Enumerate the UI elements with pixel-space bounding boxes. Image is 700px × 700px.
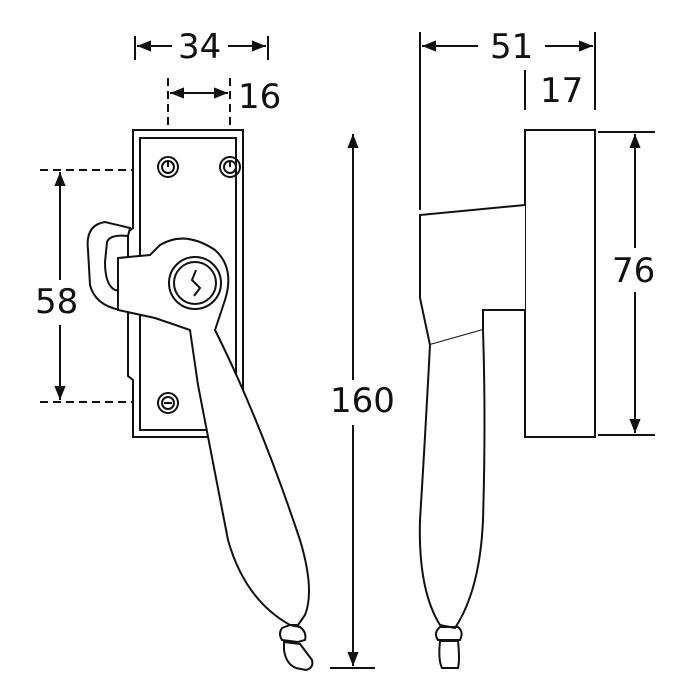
label-160: 160 (330, 381, 395, 421)
handle-front (117, 237, 314, 672)
label-16: 16 (238, 77, 282, 117)
label-51: 51 (490, 27, 534, 67)
label-76: 76 (612, 251, 656, 291)
label-34: 34 (178, 27, 222, 67)
dimension-51 (419, 32, 596, 210)
dimension-76 (598, 131, 655, 436)
dimension-58 (40, 169, 160, 403)
label-17: 17 (540, 71, 584, 111)
dimension-34 (134, 36, 269, 60)
handle-side (418, 204, 526, 669)
label-58: 58 (35, 282, 79, 322)
dimension-160 (330, 134, 375, 669)
backplate-side (524, 129, 596, 438)
